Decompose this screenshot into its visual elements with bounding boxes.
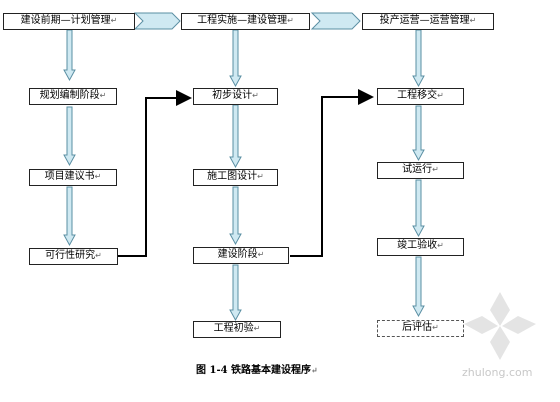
down-arrow	[63, 29, 76, 247]
step-post-evaluation: 后评估↵	[377, 320, 464, 337]
stage-header-operation: 投产运营—运营管理↵	[362, 13, 494, 30]
step-project-handover: 工程移交↵	[377, 88, 464, 105]
down-arrow	[229, 29, 242, 322]
chevron-arrow-1	[133, 12, 181, 30]
step-feasibility-study: 可行性研究↵	[29, 248, 118, 265]
step-construction-phase: 建设阶段↵	[193, 247, 289, 264]
step-initial-acceptance: 工程初验↵	[193, 321, 281, 338]
down-arrow	[412, 29, 425, 318]
step-trial-operation: 试运行↵	[377, 162, 464, 179]
figure-caption: 图 1-4 铁路基本建设程序↵	[196, 365, 318, 376]
step-preliminary-design: 初步设计↵	[193, 88, 278, 105]
watermark-logo-icon	[464, 292, 536, 360]
connector-arrow	[118, 90, 192, 257]
stage-header-construction: 工程实施—建设管理↵	[181, 13, 310, 30]
step-project-proposal: 项目建议书↵	[29, 169, 117, 186]
chevron-arrow-2	[310, 12, 361, 30]
watermark-text: zhulong.com	[462, 366, 533, 379]
step-construction-drawing: 施工图设计↵	[193, 169, 278, 186]
step-planning-compilation: 规划编制阶段↵	[29, 88, 117, 105]
step-completion-acceptance: 竣工验收↵	[377, 238, 464, 256]
connector-arrow	[290, 89, 374, 257]
stage-header-planning: 建设前期—计划管理↵	[3, 13, 135, 30]
